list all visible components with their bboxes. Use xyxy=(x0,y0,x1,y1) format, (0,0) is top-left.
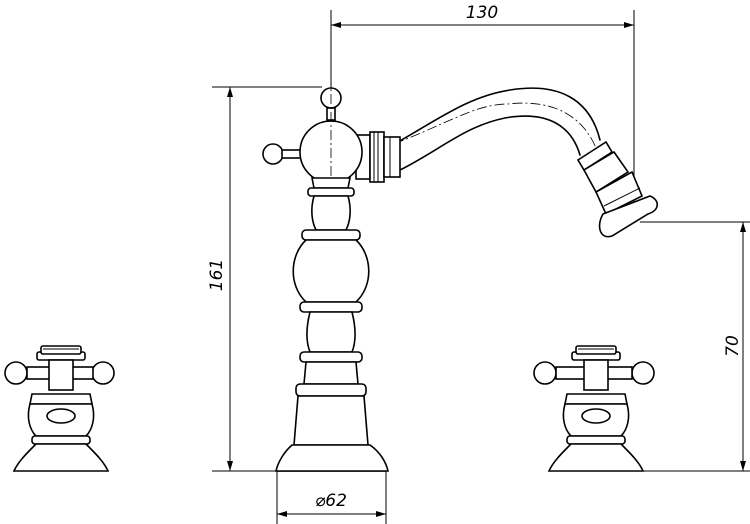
left-cross-handle xyxy=(4,345,115,472)
dimension-base-diameter-label: ⌀62 xyxy=(315,491,347,511)
body-base xyxy=(275,444,389,472)
dimension-total-height-label: 161 xyxy=(207,259,227,291)
right-cross-handle xyxy=(533,345,655,472)
dimension-total-height: 161 xyxy=(207,86,322,472)
dimension-spout-height: 70 xyxy=(640,221,750,472)
spout xyxy=(355,87,659,238)
lever-knob xyxy=(262,143,284,165)
dimension-base-diameter: ⌀62 xyxy=(276,471,387,524)
dimension-spout-height-label: 70 xyxy=(723,335,743,357)
faucet-body xyxy=(262,76,389,472)
dimension-spout-reach-label: 130 xyxy=(466,3,498,23)
